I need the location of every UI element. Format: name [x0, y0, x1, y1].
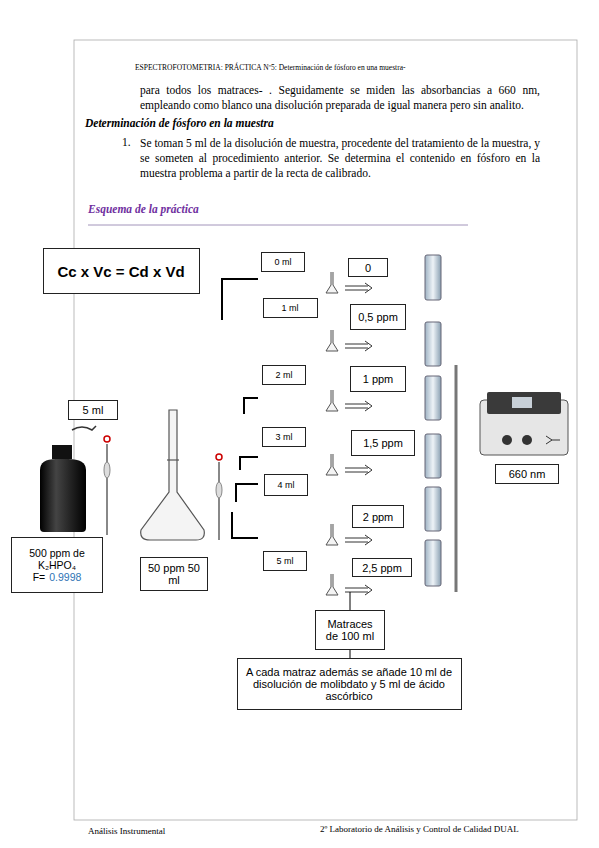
- double-arrow: [345, 401, 372, 411]
- label-box: 3 ml: [262, 427, 306, 447]
- body-text: para todos los matraces- . Seguidamente …: [140, 83, 540, 113]
- pipette: [104, 436, 110, 535]
- box-text: 3 ml: [267, 432, 301, 442]
- small-flask: [326, 454, 338, 475]
- box-text: 50 ppm 50 ml: [145, 562, 203, 586]
- box-text: Cc x Vc = Cd x Vd: [48, 263, 195, 280]
- small-flask: [326, 574, 338, 595]
- body-text: 1.: [122, 136, 136, 148]
- box-text: 4 ml: [269, 480, 303, 490]
- box-text: 660 nm: [500, 468, 554, 480]
- box-text: 0,5 ppm: [355, 311, 401, 323]
- box-text: 1,5 ppm: [356, 437, 410, 449]
- box-text: 1 ppm: [355, 373, 401, 385]
- box-text: 2 ppm: [357, 511, 399, 523]
- label-box: 1 ppm: [350, 366, 406, 392]
- cuvette: [425, 376, 441, 420]
- label-box: 1,5 ppm: [351, 430, 415, 456]
- label-box: 4 ml: [264, 474, 308, 496]
- box-text: 500 ppm de K₂HPO₄: [16, 547, 98, 571]
- box-text: 5 ml: [73, 404, 113, 416]
- double-arrow: [345, 341, 372, 351]
- box-text: 0.9998: [49, 571, 81, 583]
- label-box: 50 ppm 50 ml: [140, 557, 208, 591]
- volumetric-flask: [141, 410, 205, 540]
- cuvette: [425, 255, 441, 300]
- cuvette: [425, 487, 441, 531]
- cuvette: [425, 540, 441, 586]
- box-text: 0 ml: [266, 257, 300, 267]
- double-arrow: [345, 465, 372, 475]
- label-box: 5 ml: [68, 400, 118, 420]
- label-box: A cada matraz además se añade 10 ml de d…: [237, 658, 462, 710]
- cuvette-group: [425, 255, 441, 586]
- transfer-arrow: [72, 426, 96, 430]
- cuvette-rack: [455, 365, 458, 592]
- label-box: 0: [348, 258, 388, 277]
- small-flask: [326, 524, 338, 545]
- footer-text: 2º Laboratorio de Análisis y Control de …: [320, 824, 580, 834]
- leader-line: [350, 592, 351, 610]
- bracket: [222, 279, 258, 538]
- double-arrow: [345, 585, 372, 595]
- double-arrow: [345, 535, 372, 545]
- box-text: 0: [353, 262, 383, 274]
- box-text: 2,5 ppm: [357, 562, 407, 574]
- label-box: 2,5 ppm: [352, 558, 412, 577]
- label-box: 2 ppm: [352, 505, 404, 528]
- label-box: Matraces de 100 ml: [315, 610, 385, 650]
- box-text: 1 ml: [268, 303, 313, 313]
- footer-text: Análisis Instrumental: [88, 826, 288, 836]
- label-box: 500 ppm de K₂HPO₄F=0.9998: [11, 537, 103, 593]
- stock-bottle: [40, 445, 86, 532]
- body-text: Se toman 5 ml de la disolución de muestr…: [140, 136, 540, 181]
- heading-rule: [88, 225, 468, 226]
- box-text: F=: [33, 571, 46, 583]
- label-box: 1 ml: [263, 298, 318, 318]
- box-text: A cada matraz además se añade 10 ml de d…: [242, 666, 457, 702]
- pipette: [216, 454, 222, 540]
- double-arrow: [345, 283, 372, 293]
- small-flask: [326, 272, 338, 293]
- label-box: 5 ml: [263, 551, 307, 571]
- running-header: ESPECTROFOTOMETRIA: PRÁCTICA Nº5: Determ…: [135, 63, 555, 72]
- formula-box: Cc x Vc = Cd x Vd: [43, 248, 200, 294]
- page-frame: [74, 40, 577, 820]
- cuvette: [425, 322, 441, 366]
- label-box: 2 ml: [262, 365, 306, 385]
- label-box: 0 ml: [261, 252, 305, 272]
- box-text: Matraces de 100 ml: [320, 618, 380, 642]
- box-text: 2 ml: [267, 370, 301, 380]
- small-flask: [326, 390, 338, 411]
- body-text: Esquema de la práctica: [88, 203, 388, 215]
- cuvette: [425, 434, 441, 478]
- small-flask: [326, 330, 338, 351]
- body-text: Determinación de fósforo en la muestra: [85, 117, 485, 129]
- connector: [350, 650, 351, 658]
- spectrophotometer: [480, 392, 568, 455]
- box-text: 5 ml: [268, 556, 302, 566]
- label-box: 0,5 ppm: [350, 304, 406, 330]
- label-box: 660 nm: [495, 464, 559, 484]
